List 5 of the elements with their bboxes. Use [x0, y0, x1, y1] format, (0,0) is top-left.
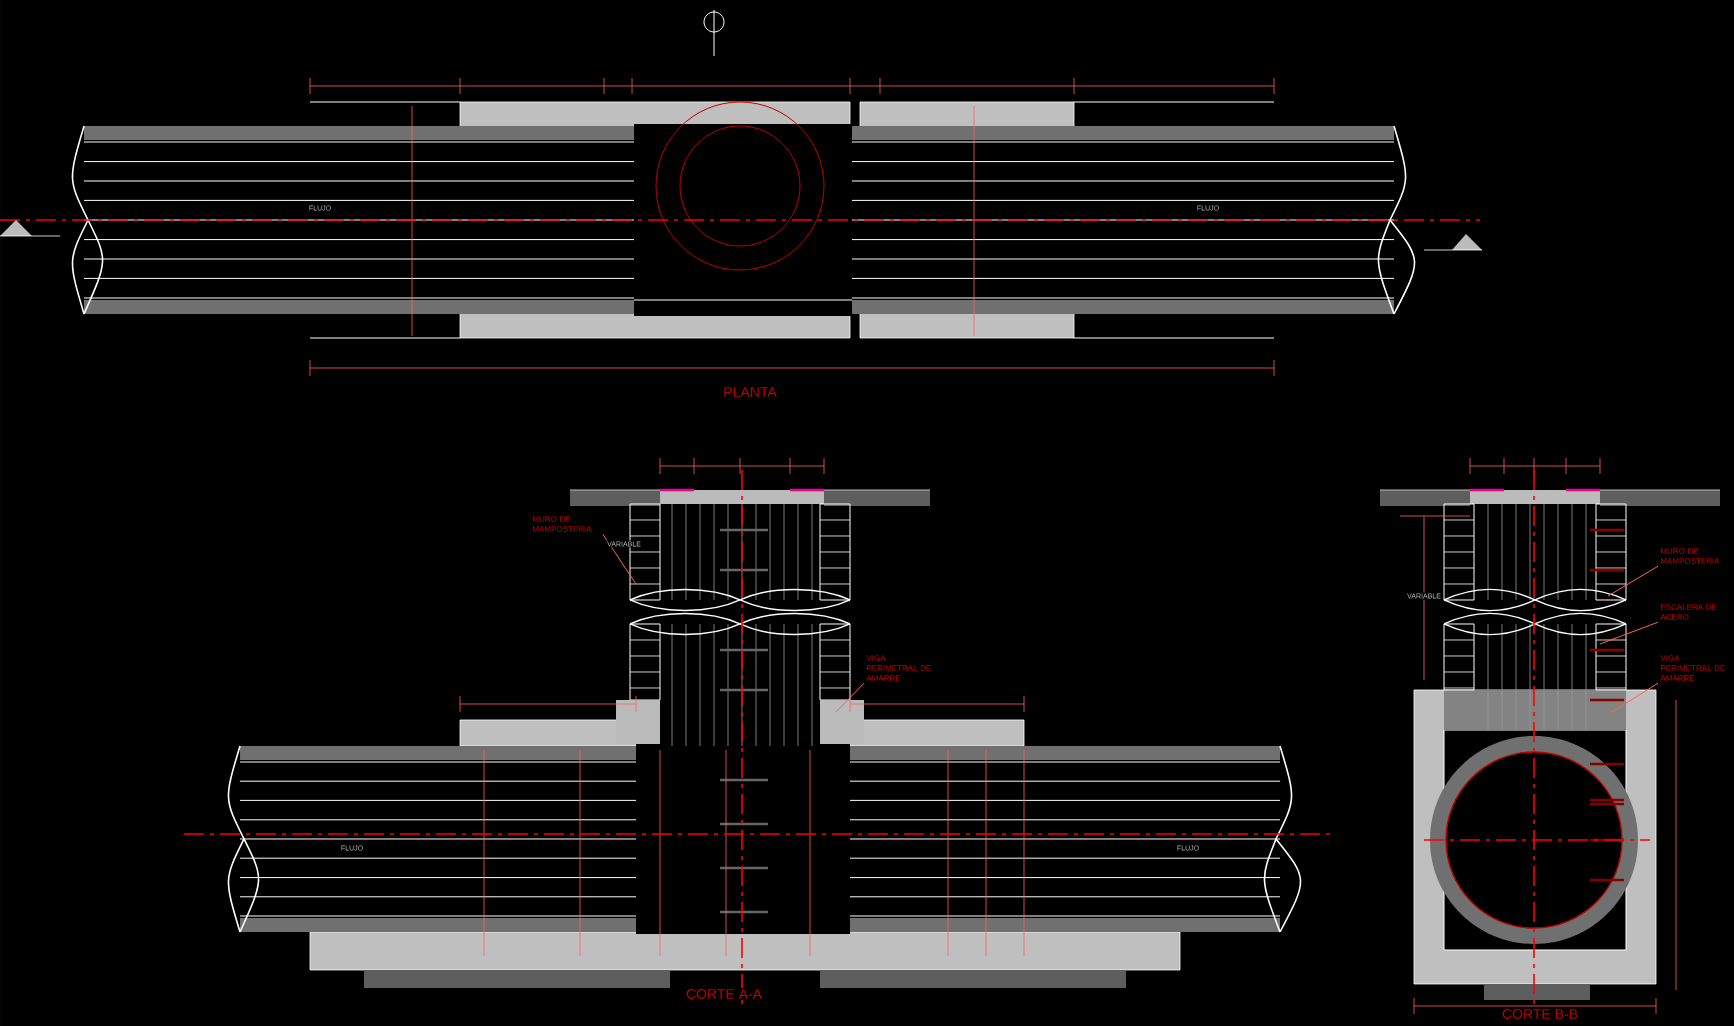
- leader-line: [1611, 682, 1659, 713]
- leader-line: [1599, 621, 1659, 645]
- leader-line: [835, 682, 865, 713]
- leader-line: [602, 533, 637, 585]
- leader-line: [1607, 565, 1659, 597]
